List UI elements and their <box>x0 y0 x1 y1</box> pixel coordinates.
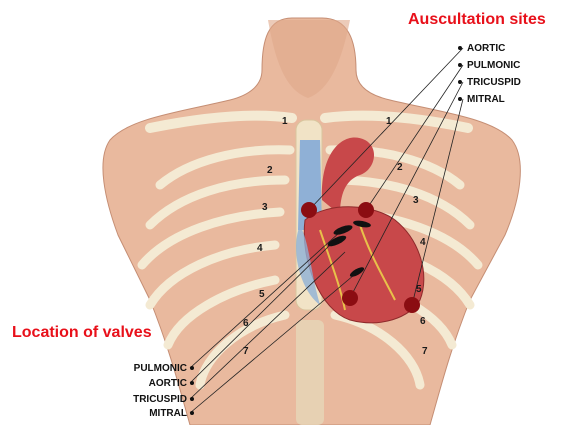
auscultation-label-mitral: MITRAL <box>467 94 505 105</box>
valve-label-aortic: AORTIC <box>149 378 187 389</box>
auscultation-label-aortic: AORTIC <box>467 43 505 54</box>
auscultation-bullets <box>458 46 462 101</box>
valves-title: Location of valves <box>12 324 152 341</box>
rib-number: 7 <box>243 346 249 357</box>
aortic-site-dot <box>301 202 317 218</box>
auscultation-label-tricuspid: TRICUSPID <box>467 77 521 88</box>
rib-number: 6 <box>243 318 249 329</box>
rib-number: 4 <box>257 243 263 254</box>
valve-label-tricuspid: TRICUSPID <box>133 394 187 405</box>
rib-number: 7 <box>422 346 428 357</box>
rib-number: 2 <box>397 162 403 173</box>
spine <box>296 320 324 425</box>
auscultation-label-pulmonic: PULMONIC <box>467 60 520 71</box>
rib-number: 1 <box>386 116 392 127</box>
rib-number: 5 <box>416 284 422 295</box>
rib-number: 2 <box>267 165 273 176</box>
tricuspid-site-dot <box>342 290 358 306</box>
pulmonic-site-dot <box>358 202 374 218</box>
auscultation-title: Auscultation sites <box>408 11 546 28</box>
valve-label-pulmonic: PULMONIC <box>134 363 187 374</box>
rib-number: 1 <box>282 116 288 127</box>
rib-number: 6 <box>420 316 426 327</box>
rib-number: 4 <box>420 237 426 248</box>
rib-number: 3 <box>413 195 419 206</box>
valve-label-mitral: MITRAL <box>149 408 187 419</box>
rib-number: 5 <box>259 289 265 300</box>
mitral-site-dot <box>404 297 420 313</box>
rib-number: 3 <box>262 202 268 213</box>
